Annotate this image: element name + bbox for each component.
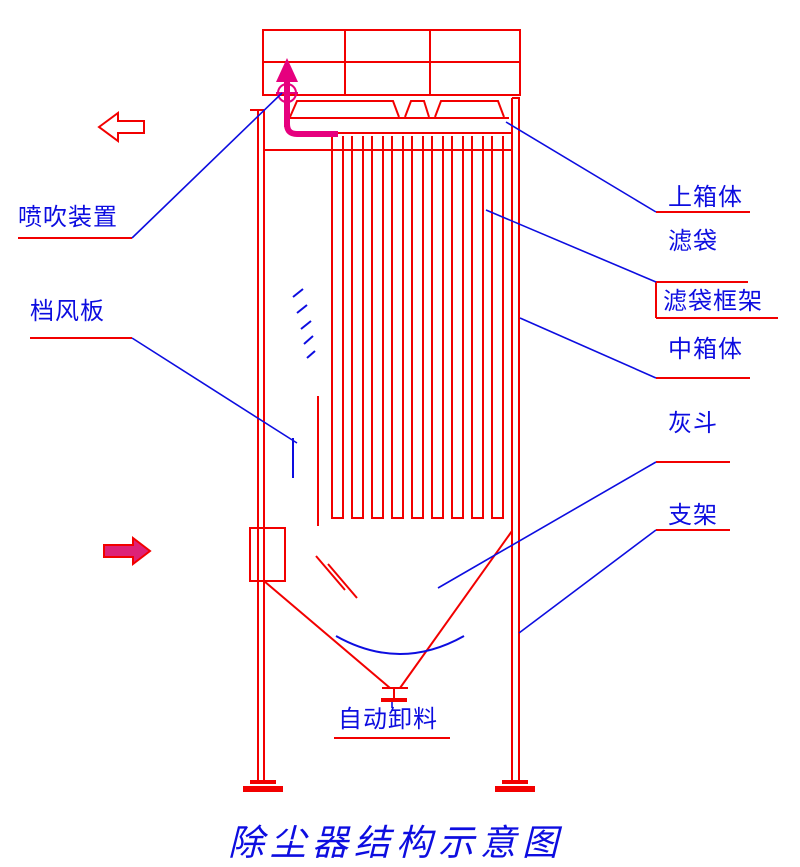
inlet-duct [249, 527, 286, 582]
flow-marks [292, 288, 465, 655]
callout-landing-lines [18, 211, 778, 739]
pulse-jet-arrow-icon [276, 58, 338, 137]
housing-walls [250, 97, 520, 782]
label-filter-bag: 滤袋 [668, 229, 718, 255]
label-bag-cage: 滤袋框架 [663, 289, 763, 315]
discharge-valve [381, 688, 407, 702]
filter-bags [331, 136, 504, 519]
label-pulse-jet-device: 喷吹装置 [18, 205, 118, 231]
label-baffle-plate: 档风板 [30, 299, 105, 325]
dirty-air-inlet-arrow-icon [103, 535, 152, 567]
label-support-frame: 支架 [668, 503, 718, 529]
label-middle-box: 中箱体 [668, 337, 743, 363]
label-upper-box: 上箱体 [668, 185, 743, 211]
structure-lines [18, 29, 778, 782]
upper-box [262, 29, 521, 96]
diagram-title: 除尘器结构示意图 [228, 823, 565, 864]
support-feet [243, 780, 535, 792]
label-auto-discharge: 自动卸料 [338, 707, 438, 733]
leader-lines [131, 92, 657, 708]
clean-air-outlet-arrow-icon [97, 111, 145, 143]
baffle-plate [315, 396, 358, 599]
hopper-arc [335, 635, 465, 655]
hopper [263, 530, 513, 689]
tube-sheet-plates [264, 100, 511, 151]
label-ash-hopper: 灰斗 [668, 411, 718, 437]
